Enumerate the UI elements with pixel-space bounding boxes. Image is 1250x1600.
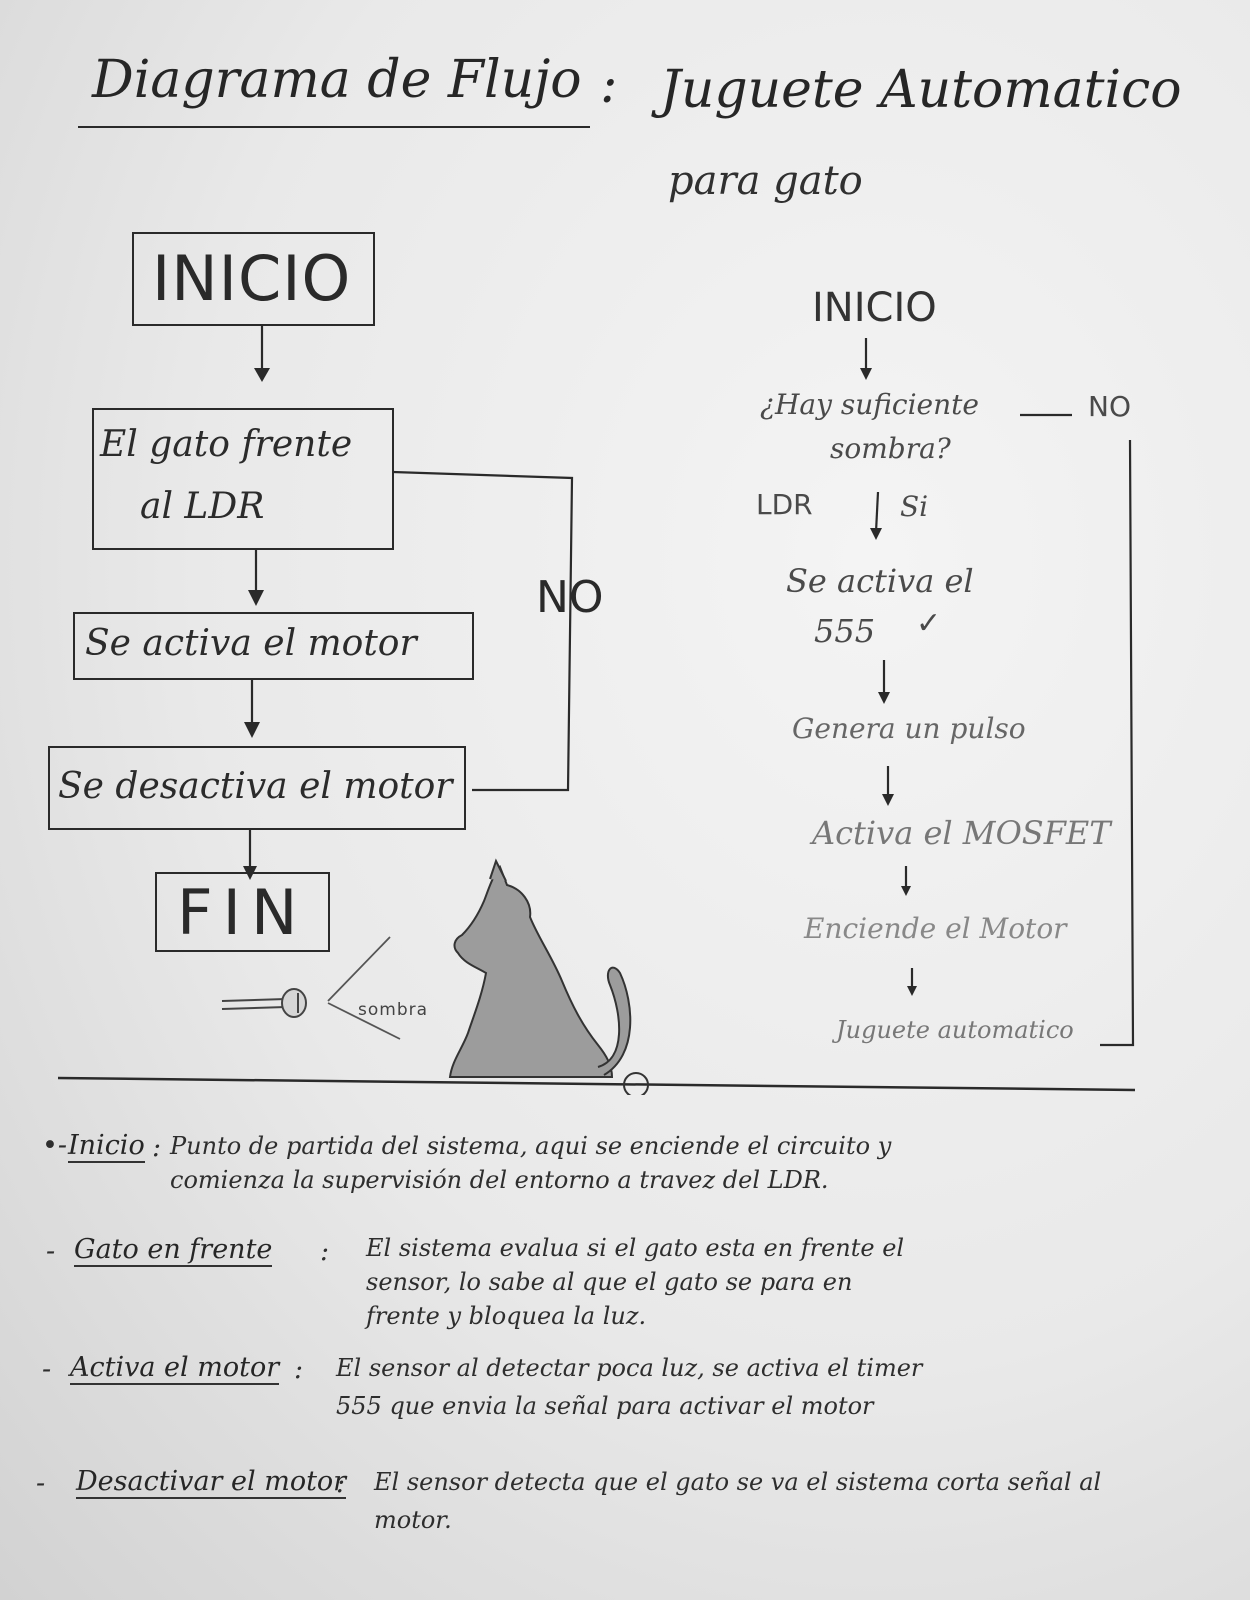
note-inicio-key: Inicio <box>68 1130 145 1163</box>
note-desactivar-key: Desactivar el motor <box>76 1466 347 1499</box>
arrowhead-1 <box>254 368 270 382</box>
note-gato-line1: El sistema evalua si el gato esta en fre… <box>366 1234 905 1262</box>
no-loop-line <box>392 470 574 792</box>
note-activa-key: Activa el motor <box>70 1352 280 1385</box>
check-mark-icon: ✓ <box>916 606 942 641</box>
right-arrowhead-3 <box>878 692 890 704</box>
start-label: INICIO <box>152 242 352 315</box>
cat-illustration <box>221 858 649 1095</box>
left-no-label: NO <box>536 572 604 623</box>
end-label: FIN <box>177 876 308 949</box>
cat-ear-icon <box>489 858 507 882</box>
step3-label: Se desactiva el motor <box>58 766 453 807</box>
step2-box: Se activa el motor <box>73 612 474 680</box>
right-arrowhead-1 <box>860 368 872 380</box>
step3-box: Se desactiva el motor <box>48 746 466 830</box>
title-underline <box>78 126 590 128</box>
cat-tail-icon <box>597 966 632 1076</box>
note-activa-line1: El sensor al detectar poca luz, se activ… <box>336 1354 923 1382</box>
note-colon: : <box>320 1236 330 1267</box>
step1-line2: al LDR <box>140 486 265 527</box>
note-dash: - <box>42 1354 52 1385</box>
end-box: FIN <box>155 872 330 952</box>
shadow-label: sombra <box>358 1000 429 1020</box>
note-desactivar-line2: motor. <box>374 1506 452 1534</box>
right-no-loop-line <box>1100 439 1135 1047</box>
step1-box: El gato frente al LDR <box>92 408 394 550</box>
diagram-subtitle: para gato <box>668 158 863 204</box>
right-step4-label: Enciende el Motor <box>804 912 1067 945</box>
ldr-sensor-icon <box>221 988 307 1018</box>
note-dash: - <box>36 1468 46 1499</box>
right-step2-label: Genera un pulso <box>792 712 1026 745</box>
shadow-rays-icon <box>327 936 401 1040</box>
note-colon: : <box>294 1354 304 1385</box>
note-activa-line2: 555 que envia la señal para activar el m… <box>336 1392 874 1420</box>
note-desactivar-line1: El sensor detecta que el gato se va el s… <box>374 1468 1102 1496</box>
right-step3-label: Activa el MOSFET <box>812 814 1111 852</box>
right-arrowhead-6 <box>907 986 917 996</box>
title-separator: : <box>600 55 618 115</box>
note-colon: : <box>336 1468 346 1499</box>
right-arrowhead-5 <box>901 886 911 896</box>
step2-label: Se activa el motor <box>85 623 417 664</box>
right-arrowhead-2 <box>870 528 882 540</box>
note-gato-key: Gato en frente <box>74 1234 273 1267</box>
note-inicio-line2: comienza la supervisión del entorno a tr… <box>170 1166 829 1194</box>
right-yes-label: Si <box>900 490 929 523</box>
note-gato-line3: frente y bloquea la luz. <box>366 1302 647 1330</box>
ground-line <box>57 1076 1136 1092</box>
cat-icon <box>448 865 614 1078</box>
ground-circle-icon <box>623 1072 649 1095</box>
right-question-line2: sombra? <box>830 432 951 465</box>
right-step5-label: Juguete automatico <box>836 1016 1074 1044</box>
note-colon: : <box>152 1132 162 1163</box>
right-arrow-2 <box>874 491 880 533</box>
note-bullet: •- <box>42 1130 68 1161</box>
diagram-topic: Juguete Automatico <box>660 60 1182 120</box>
right-step1-line1: Se activa el <box>786 562 974 600</box>
right-arrowhead-4 <box>882 794 894 806</box>
diagram-title: Diagrama de Flujo <box>92 50 582 110</box>
right-ldr-label: LDR <box>756 488 813 521</box>
right-no-label: NO <box>1088 390 1131 423</box>
start-box: INICIO <box>132 232 375 326</box>
arrowhead-3 <box>244 722 260 738</box>
right-question-line1: ¿Hay suficiente <box>760 388 979 421</box>
arrowhead-2 <box>248 590 264 606</box>
right-step1-line2: 555 <box>814 612 876 650</box>
step1-line1: El gato frente <box>100 424 353 465</box>
note-dash: - <box>46 1236 56 1267</box>
note-inicio-line1: Punto de partida del sistema, aqui se en… <box>170 1132 892 1160</box>
note-gato-line2: sensor, lo sabe al que el gato se para e… <box>366 1268 853 1296</box>
right-start-label: INICIO <box>812 285 937 331</box>
